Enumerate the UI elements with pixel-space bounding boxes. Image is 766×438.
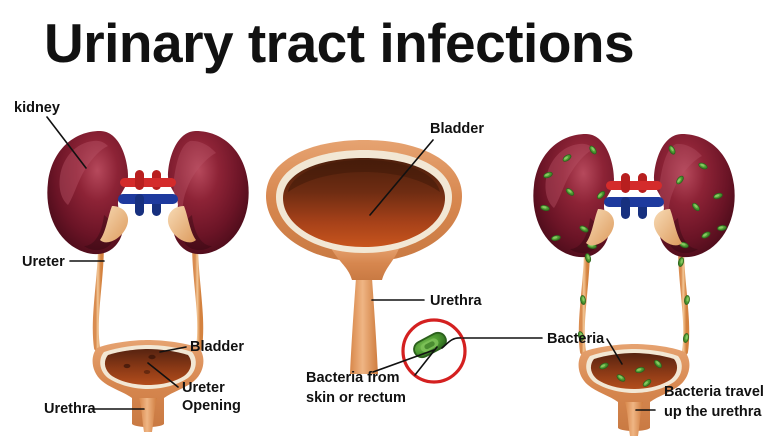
renal-artery-right-infected-branch: [621, 173, 630, 193]
renal-vein-right-branch: [135, 194, 144, 216]
leader-bacteria-source-pointer: [414, 346, 438, 376]
renal-artery-right-infected: [620, 181, 662, 190]
panel-left-healthy-urinary-tract: kidney Ureter Bladder Ureter Opening Ure…: [14, 100, 249, 432]
ureter-opening-left: [123, 363, 131, 369]
label-ureter-opening-line2: Opening: [182, 398, 241, 414]
label-bladder-center: Bladder: [430, 121, 484, 137]
ureter-opening-right: [148, 354, 156, 360]
bacteria-magnifier: [401, 318, 467, 384]
leader-bladder-center: [369, 139, 434, 216]
renal-vein-right-infected: [620, 197, 664, 207]
renal-pelvis-left-infected: [586, 209, 615, 246]
leader-ureter-opening: [147, 362, 179, 388]
label-urethra-center: Urethra: [430, 293, 483, 309]
label-ureter-opening-line1: Ureter: [182, 380, 225, 396]
label-bladder-left: Bladder: [190, 339, 244, 355]
label-kidney: kidney: [14, 100, 60, 116]
leader-kidney: [46, 116, 87, 169]
bladder-interior: [104, 349, 192, 385]
renal-vessels-right-infected: [620, 173, 664, 219]
label-bacteria-travel-line2: up the urethra: [664, 404, 762, 420]
label-bacteria-source-line2: skin or rectum: [306, 390, 406, 406]
bladder-small-infected: [578, 344, 690, 436]
renal-vein-right: [134, 194, 178, 204]
label-bacteria: Bacteria: [547, 331, 605, 347]
leader-bacteria-right-segment: [606, 338, 623, 365]
renal-pelvis-right: [167, 206, 196, 243]
bladder-neck: [330, 246, 400, 280]
renal-pelvis-left: [100, 206, 129, 243]
bladder-small-healthy: [92, 340, 204, 432]
urethra-tube: [139, 398, 157, 432]
magnifier-circle: [401, 318, 467, 384]
bacterium-magnified: [413, 331, 447, 359]
panel-center-bacteria-entry: Bladder Urethra Bacteria from skin or re…: [266, 121, 484, 406]
page-title: Urinary tract infections: [44, 12, 634, 74]
panel-right-infected-urinary-tract: Bacteria Bacteria travel up the urethra: [462, 134, 764, 436]
renal-vessels-right: [134, 170, 178, 216]
renal-artery-right: [134, 178, 176, 187]
label-urethra-left: Urethra: [44, 401, 97, 417]
left-panel-ureters: [92, 229, 204, 351]
bladder-interior-shadow: [288, 160, 440, 192]
leader-bladder: [159, 346, 187, 353]
renal-pelvis-right-infected: [653, 209, 682, 246]
bladder-large-interior: [283, 158, 445, 247]
renal-artery-right-branch: [135, 170, 144, 190]
leader-bacteria-curve: [441, 337, 462, 349]
bacteria-on-ureters: [576, 252, 691, 344]
label-bacteria-travel-line1: Bacteria travel: [664, 384, 764, 400]
bladder-interior-spot: [143, 370, 151, 374]
leader-bacteria-source: [372, 349, 435, 373]
renal-vein-right-infected-branch: [621, 197, 630, 219]
label-bacteria-source-line1: Bacteria from: [306, 370, 399, 386]
label-ureter: Ureter: [22, 254, 65, 270]
